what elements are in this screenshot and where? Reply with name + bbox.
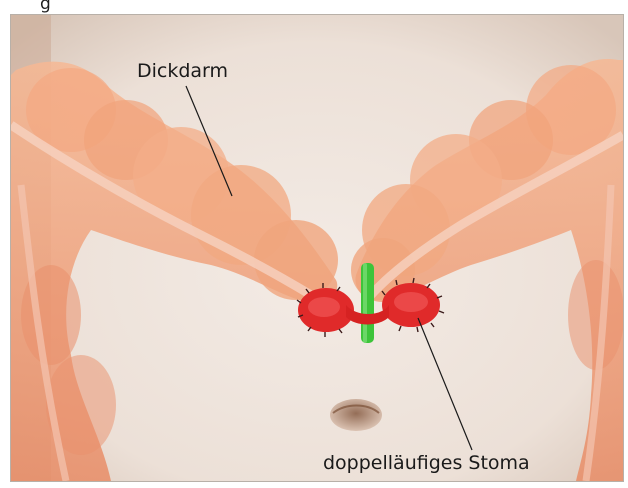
abdomen-photo: [10, 14, 624, 482]
navel-illustration: [330, 399, 382, 431]
stoma-label: doppelläufiges Stoma: [323, 454, 530, 473]
dickdarm-label: Dickdarm: [137, 62, 228, 81]
top-caption-fragment: g: [40, 0, 51, 14]
